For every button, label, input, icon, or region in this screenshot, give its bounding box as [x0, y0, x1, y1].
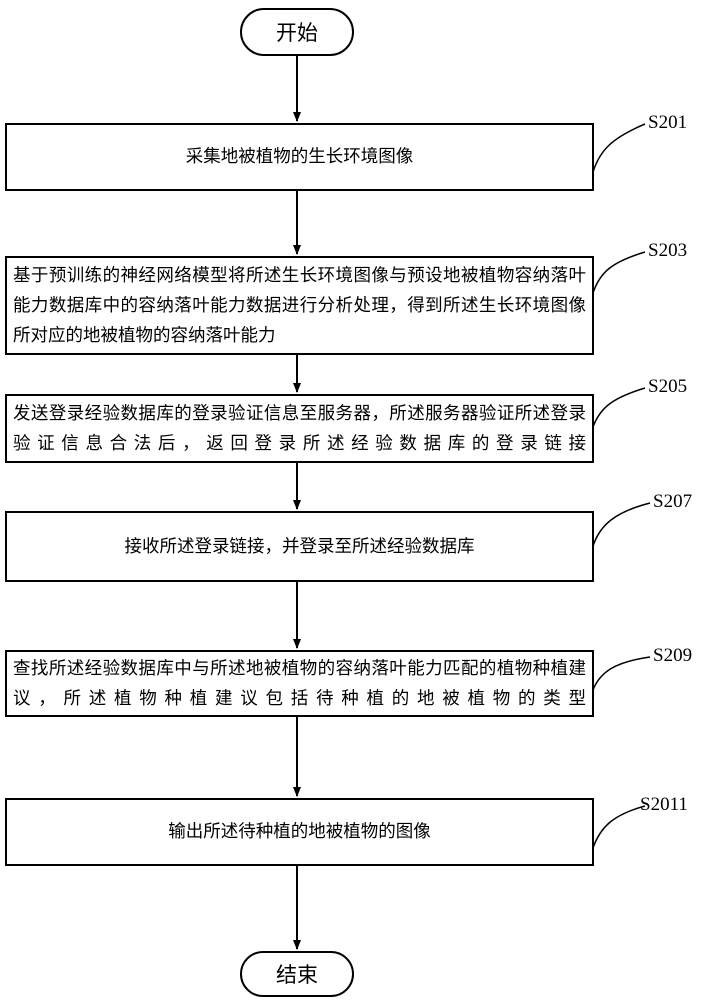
step-box-s201: 采集地被植物的生长环境图像 [5, 123, 594, 191]
step-text-s209: 查找所述经验数据库中与所述地被植物的容纳落叶能力匹配的植物种植建议，所述植物种植… [13, 658, 586, 709]
step-box-s2011: 输出所述待种植的地被植物的图像 [5, 798, 594, 866]
leader-s207 [592, 502, 651, 547]
step-id-s203: S203 [648, 240, 688, 261]
step-id-s205: S205 [648, 376, 688, 397]
step-box-s205: 发送登录经验数据库的登录验证信息至服务器，所述服务器验证所述登录验证信息合法后，… [5, 394, 594, 463]
step-text-s2011: 输出所述待种植的地被植物的图像 [168, 822, 431, 842]
start-label: 开始 [276, 21, 318, 45]
end-label: 结束 [276, 963, 318, 987]
leader-s203 [592, 251, 646, 294]
start-terminal: 开始 [240, 8, 354, 56]
end-terminal: 结束 [240, 951, 354, 997]
leader-s2011 [592, 805, 646, 849]
step-box-s207: 接收所述登录链接，并登录至所述经验数据库 [5, 511, 594, 582]
step-text-s205: 发送登录经验数据库的登录验证信息至服务器，所述服务器验证所述登录验证信息合法后，… [13, 403, 586, 454]
step-text-s207: 接收所述登录链接，并登录至所述经验数据库 [124, 536, 475, 557]
step-id-s209: S209 [653, 645, 693, 666]
step-text-s203: 基于预训练的神经网络模型将所述生长环境图像与预设地被植物容纳落叶能力数据库中的容… [13, 265, 586, 346]
step-text-s201: 采集地被植物的生长环境图像 [185, 147, 414, 167]
leader-s201 [592, 123, 646, 173]
leader-s209 [592, 656, 651, 691]
step-box-s203: 基于预训练的神经网络模型将所述生长环境图像与预设地被植物容纳落叶能力数据库中的容… [5, 256, 594, 355]
step-id-s207: S207 [653, 491, 693, 512]
step-box-s209: 查找所述经验数据库中与所述地被植物的容纳落叶能力匹配的植物种植建议，所述植物种植… [5, 650, 594, 717]
leader-s205 [592, 387, 646, 428]
step-id-s201: S201 [648, 112, 688, 133]
step-id-s2011: S2011 [640, 794, 688, 815]
